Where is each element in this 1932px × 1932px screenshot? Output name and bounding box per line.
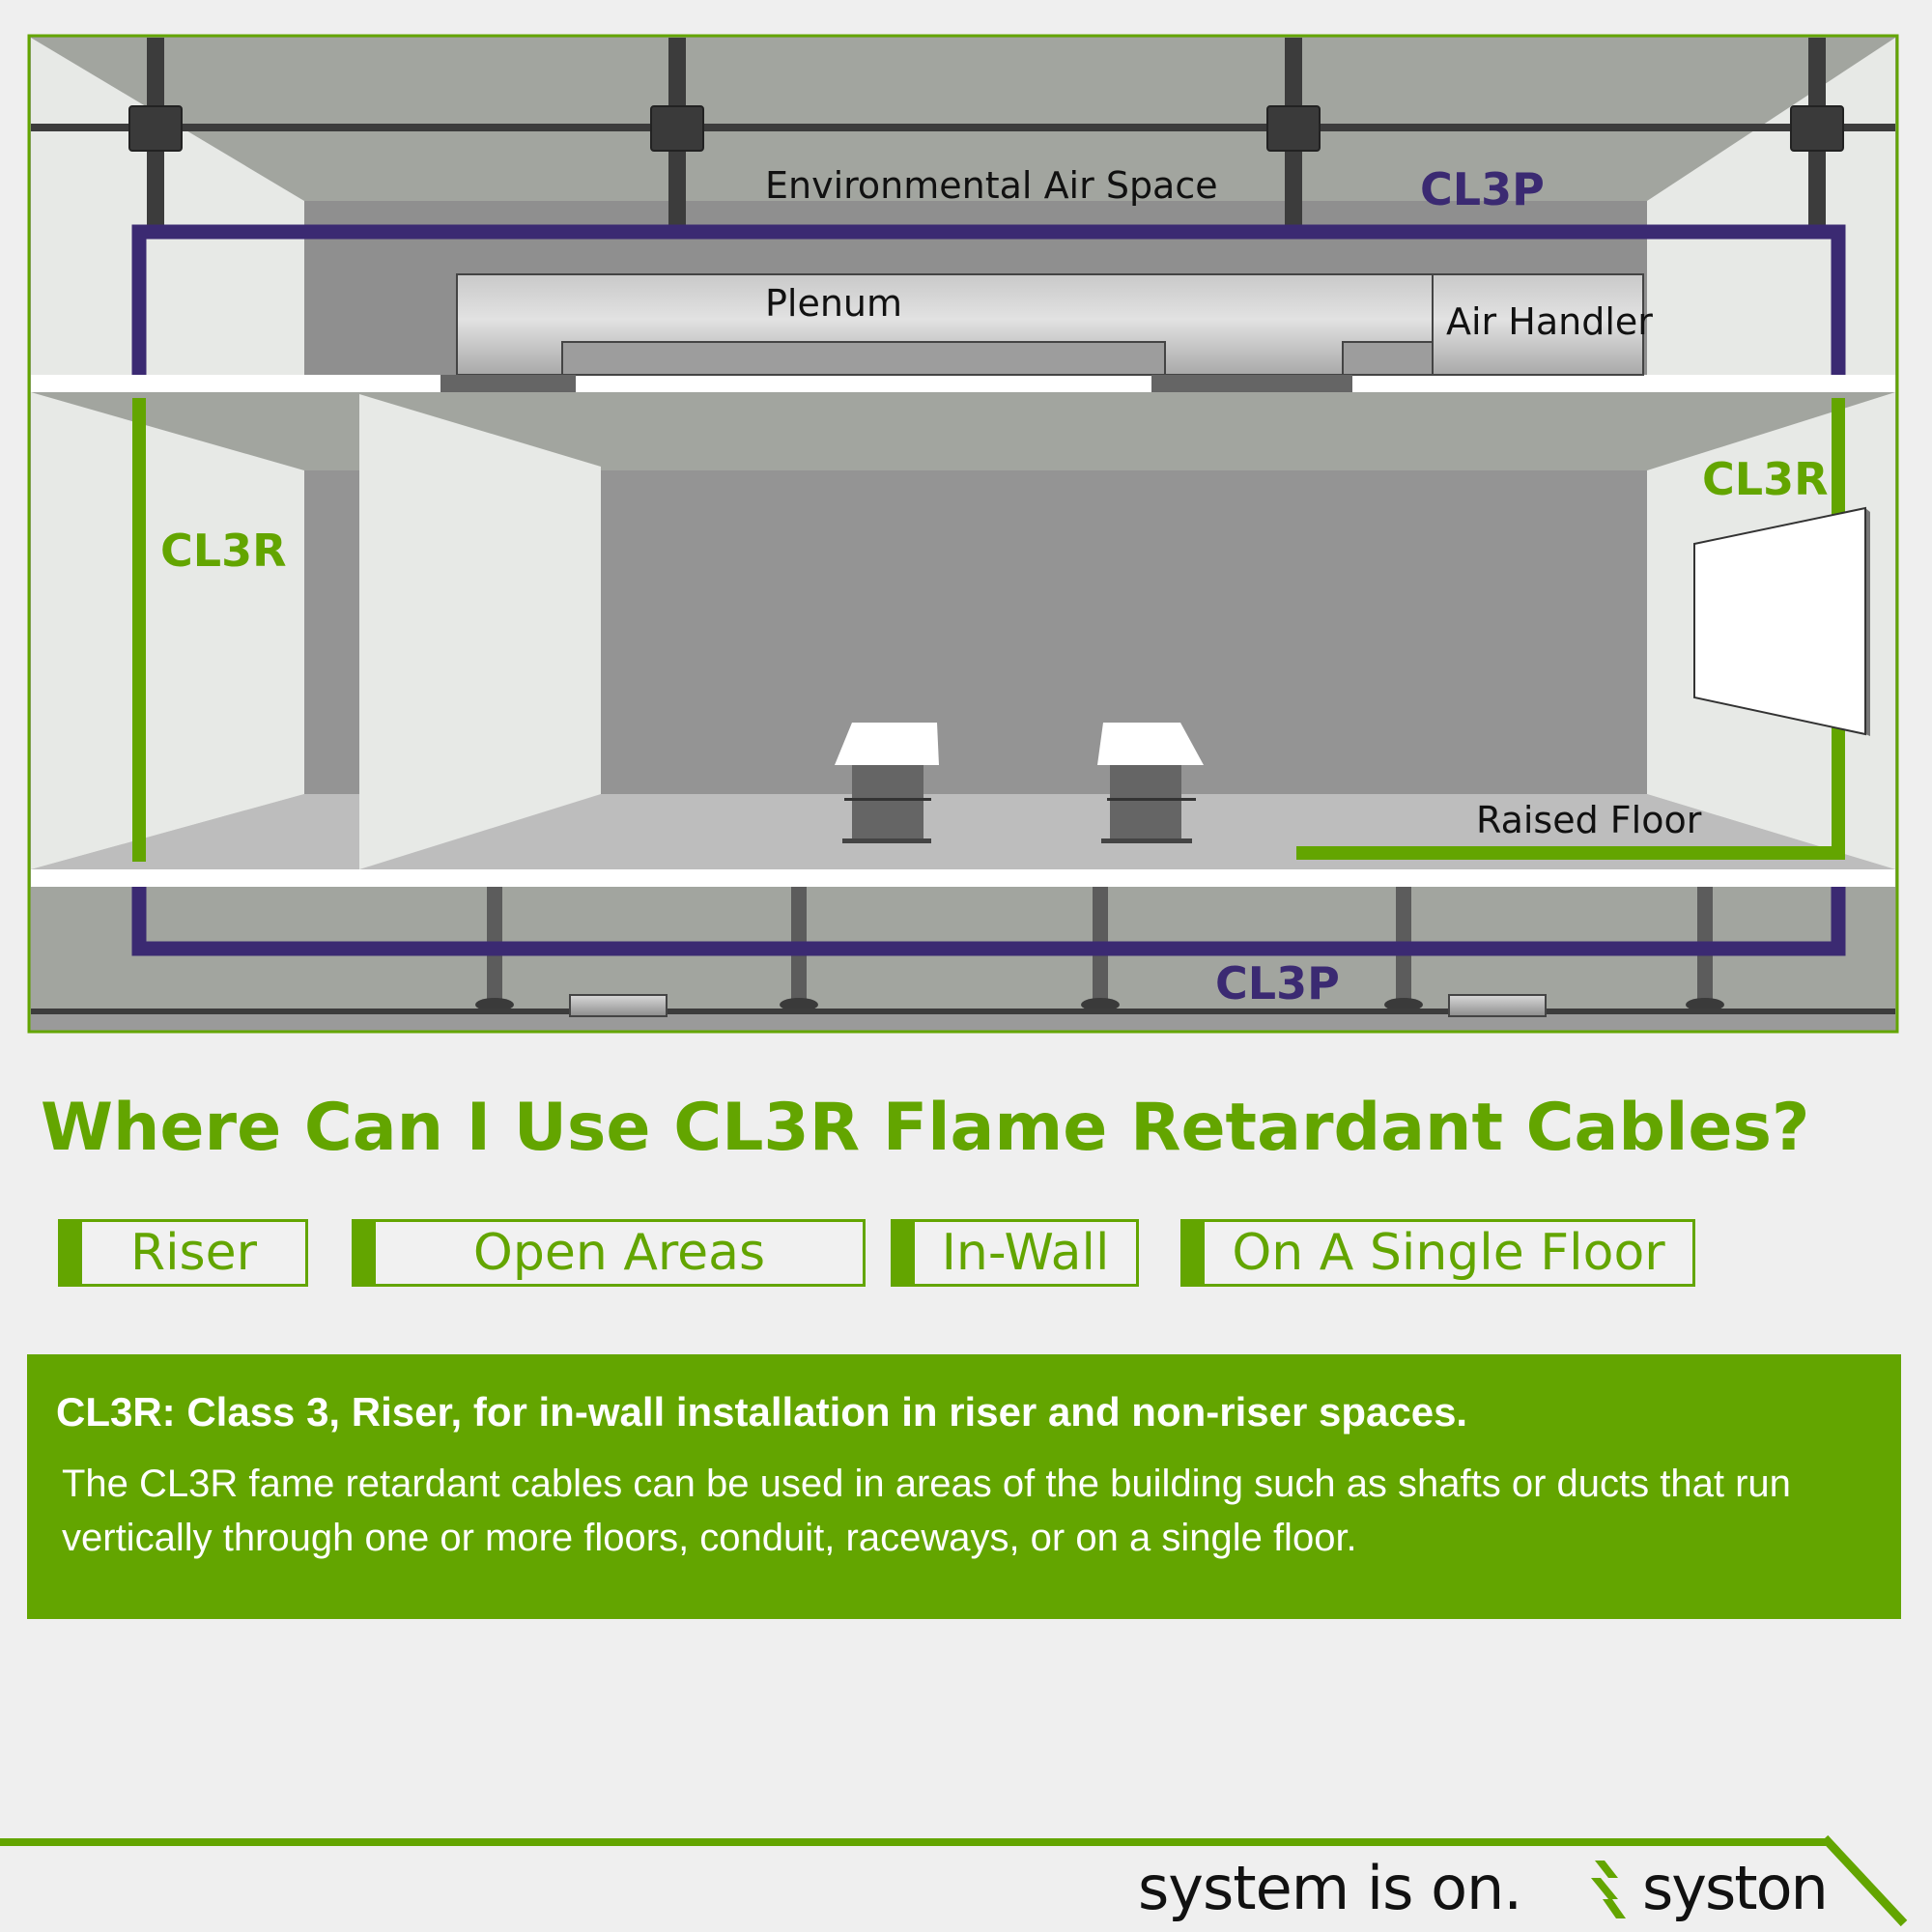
cl3p-top-cable — [131, 224, 1846, 375]
raised-floor-table-2 — [1097, 723, 1204, 843]
syston-logo-icon — [1591, 1861, 1626, 1918]
raised-floor-label: Raised Floor — [1476, 799, 1702, 841]
duct-vent-2 — [1151, 375, 1352, 392]
page-title: Where Can I Use CL3R Flame Retardant Cab… — [41, 1090, 1810, 1166]
ceiling-surface — [31, 38, 1895, 201]
air-handler-label: Air Handler — [1446, 300, 1653, 343]
cl3p-bottom-label: CL3P — [1215, 957, 1340, 1009]
footer-slogan: system is on. — [1138, 1853, 1522, 1923]
ceiling-slab — [31, 375, 1895, 392]
tag-single-floor: On A Single Floor — [1180, 1219, 1695, 1287]
info-body: The CL3R fame retardant cables can be us… — [62, 1463, 1791, 1559]
footer-accent-slant — [1821, 1834, 1908, 1927]
info-heading: CL3R: Class 3, Riser, for in-wall instal… — [56, 1389, 1468, 1435]
overhead-pipe — [31, 124, 1895, 131]
syston-logo-text: syston — [1642, 1853, 1829, 1923]
room-ceiling — [31, 392, 1895, 470]
info-box: CL3R: Class 3, Riser, for in-wall instal… — [27, 1354, 1901, 1619]
cl3r-left-label: CL3R — [160, 525, 287, 577]
building-cable-diagram: Environmental Air Space Plenum Air Handl… — [27, 34, 1899, 1034]
partition-wall — [359, 394, 601, 869]
tag-accent-bar — [1183, 1222, 1205, 1284]
pipe-junction-1 — [569, 994, 668, 1017]
projection-screen — [1693, 506, 1866, 736]
tag-riser: Riser — [58, 1219, 308, 1287]
cl3r-right-label: CL3R — [1702, 453, 1829, 505]
pipe-junction-2 — [1448, 994, 1547, 1017]
environmental-air-space-label: Environmental Air Space — [765, 164, 1218, 207]
floor-slab — [31, 869, 1895, 887]
footer-accent-line — [0, 1838, 1829, 1846]
underfloor-pipe — [31, 1009, 1895, 1014]
room-left-wall — [31, 392, 304, 869]
tag-open-areas: Open Areas — [352, 1219, 866, 1287]
tag-in-wall: In-Wall — [891, 1219, 1139, 1287]
tag-accent-bar — [894, 1222, 915, 1284]
pipe-couplings — [128, 105, 1844, 152]
plenum-inner-cut-2 — [1342, 341, 1435, 376]
tag-label: In-Wall — [941, 1224, 1110, 1282]
tag-label: Riser — [129, 1224, 258, 1282]
tag-accent-bar — [355, 1222, 376, 1284]
support-feet — [475, 998, 1724, 1011]
cl3p-top-label: CL3P — [1420, 163, 1545, 215]
tag-label: Open Areas — [472, 1224, 766, 1282]
duct-vent-1 — [440, 375, 576, 392]
tag-label: On A Single Floor — [1232, 1224, 1665, 1282]
raised-floor-table-1 — [835, 723, 939, 843]
air-handler-box — [1432, 273, 1644, 376]
cl3p-bottom-cable — [131, 887, 1846, 956]
projection-screen-edge — [1865, 508, 1870, 736]
ceiling-left-wall — [31, 38, 304, 375]
tag-accent-bar — [61, 1222, 82, 1284]
plenum-label: Plenum — [765, 282, 902, 325]
plenum-inner-cut-1 — [561, 341, 1166, 376]
